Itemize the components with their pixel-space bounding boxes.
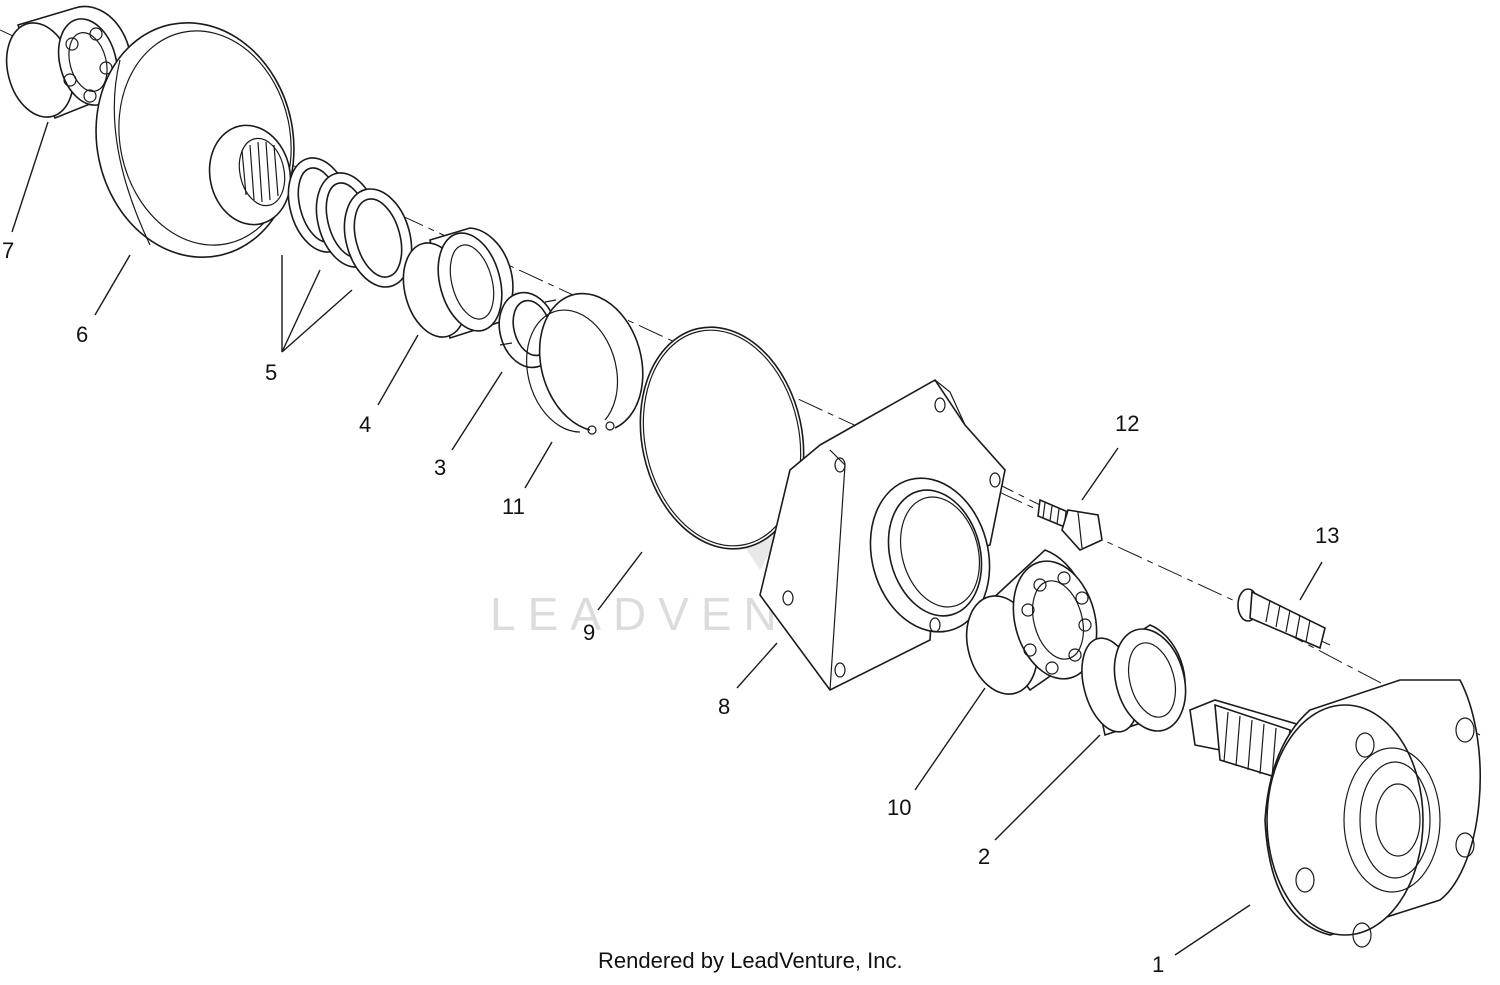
part-8-housing	[759, 378, 1006, 692]
callout-12: 12	[1115, 411, 1139, 436]
callout-9: 9	[583, 620, 595, 645]
part-11-snap-ring	[526, 292, 644, 435]
callout-10: 10	[887, 795, 911, 820]
callout-2: 2	[978, 844, 990, 869]
callout-5: 5	[265, 360, 277, 385]
callout-6: 6	[76, 322, 88, 347]
callout-1: 1	[1152, 952, 1164, 977]
part-1-axle-hub	[1189, 679, 1481, 948]
callout-8: 8	[718, 694, 730, 719]
callout-11: 11	[502, 494, 525, 519]
part-13-stud	[1237, 588, 1326, 650]
part-2-spacer	[1081, 624, 1187, 737]
callout-4: 4	[359, 412, 371, 437]
callout-3: 3	[434, 455, 446, 480]
part-9-o-ring	[639, 326, 805, 550]
render-credit: Rendered by LeadVenture, Inc.	[598, 948, 903, 973]
part-4-bushing	[402, 227, 514, 340]
part-10-bearing	[965, 549, 1098, 695]
part-12-bolt	[1037, 498, 1103, 551]
part-6-gear	[95, 21, 295, 259]
part-5-washers	[287, 157, 413, 288]
leader-lines	[11, 121, 1323, 956]
callout-13: 13	[1315, 523, 1339, 548]
callout-7: 7	[2, 238, 14, 263]
